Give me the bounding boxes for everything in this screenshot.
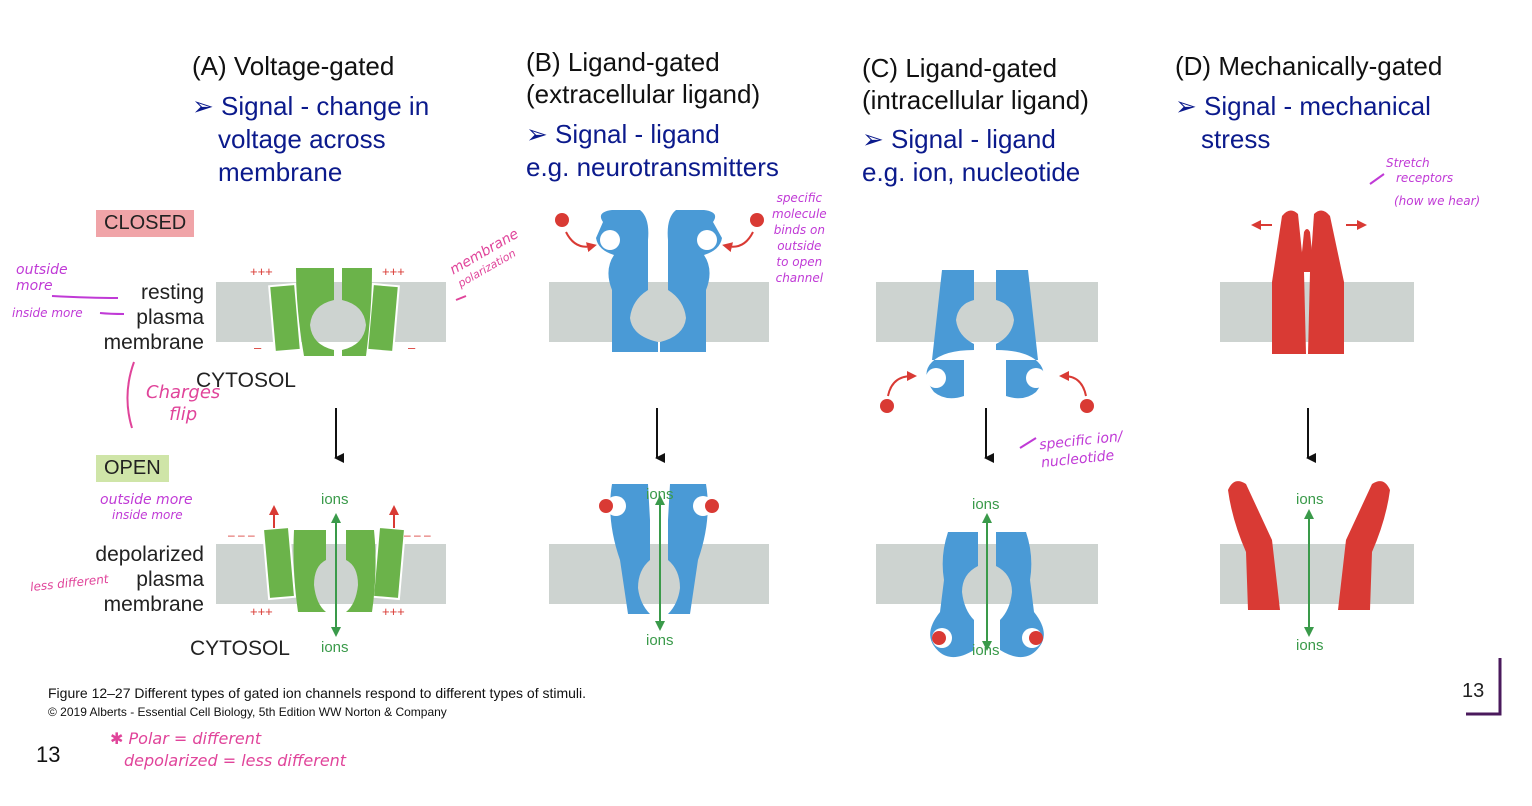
ions-label: ions [321,639,349,656]
panel-c-signal: ➢ Signal - ligand e.g. ion, nucleotide [862,124,1081,187]
charge-plus-right: +++ [382,264,405,279]
cytosol-label-top: CYTOSOL [196,369,296,392]
bullet-arrow-icon: ➢ [192,91,222,121]
charge-plus-right-open: +++ [382,604,405,619]
annotation-arrow [51,295,119,299]
membrane-b-closed [549,282,769,342]
bullet-arrow-icon: ➢ [1175,91,1205,121]
ions-label: ions [1296,637,1324,654]
ligand-channel-c-open [930,513,1044,658]
annotation-arrow [1369,173,1385,185]
panel-b-signal: ➢ Signal - ligand e.g. neurotransmitters [526,119,779,182]
mechanical-channel-closed [1251,210,1367,354]
annotation-outside-more-neg: outside more [100,492,193,508]
ligand-channel-b-open [599,484,719,631]
bullet-arrow-icon: ➢ [526,119,556,149]
panel-d-title: (D) Mechanically-gated [1175,51,1443,81]
ions-label: ions [972,496,1000,513]
ligand-channel-b-closed [555,210,764,352]
membrane-a-open [216,544,446,604]
charge-minus-right-open: – – – [404,528,431,542]
annotation-inside-more: inside more [12,306,83,320]
slide-number: 13 [36,742,61,767]
annotation-polar-note: ✱ Polar = different depolarized = less d… [110,729,347,770]
ligand-dot [555,213,569,227]
annotation-arrow [1019,437,1037,449]
voltage-channel-closed [268,268,400,356]
figure-caption: Figure 12–27 Different types of gated io… [48,685,587,701]
annotation-arrow [455,295,467,301]
depolarized-membrane-label: depolarized plasma membrane [95,543,204,616]
ligand-dot [750,213,764,227]
charge-minus-right: – [408,340,416,355]
star-icon: ✱ [110,729,129,748]
open-state-label: OPEN [96,455,169,482]
closed-state-label: CLOSED [96,210,195,237]
page-number: 13 [1462,680,1485,702]
figure-credit: © 2019 Alberts - Essential Cell Biology,… [48,705,447,719]
ions-label: ions [1296,491,1324,508]
resting-membrane-label: resting plasma membrane [103,281,204,354]
annotation-specific-molecule: specific molecule binds on outside to op… [772,191,827,285]
annotation-inside-more-pos: inside more [112,508,183,522]
voltage-channel-open [261,505,407,637]
annotation-charges-flip: Charges flip [146,382,221,425]
annotation-arrow [126,361,135,429]
charge-minus-left: – [254,340,262,355]
panel-d-signal: ➢ Signal - mechanical stress [1175,91,1431,154]
ions-label: ions [646,632,674,649]
page-number-frame [1466,658,1502,716]
ions-label: ions [646,486,674,503]
membrane-c-closed [876,282,1098,342]
cytosol-label-bottom: CYTOSOL [190,637,290,660]
charge-minus-left-open: – – – [228,528,255,542]
annotation-stretch-receptors: Stretch receptors (how we hear) [1386,156,1481,208]
bullet-arrow-icon: ➢ [862,124,892,154]
charge-plus-left-open: +++ [250,604,273,619]
ions-label: ions [321,491,349,508]
annotation-arrow [99,312,125,315]
panel-b-title: (B) Ligand-gated (extracellular ligand) [526,47,761,109]
panel-a-title: (A) Voltage-gated [192,51,395,81]
panel-c-title: (C) Ligand-gated (intracellular ligand) [862,53,1089,115]
mechanical-channel-open [1228,481,1390,637]
charge-plus-left: +++ [250,264,273,279]
ions-label: ions [972,642,1000,659]
ligand-channel-c-closed [880,270,1094,413]
annotation-outside-more: outside more [16,262,68,294]
panel-a-signal: ➢ Signal - change in voltage across memb… [192,91,430,187]
